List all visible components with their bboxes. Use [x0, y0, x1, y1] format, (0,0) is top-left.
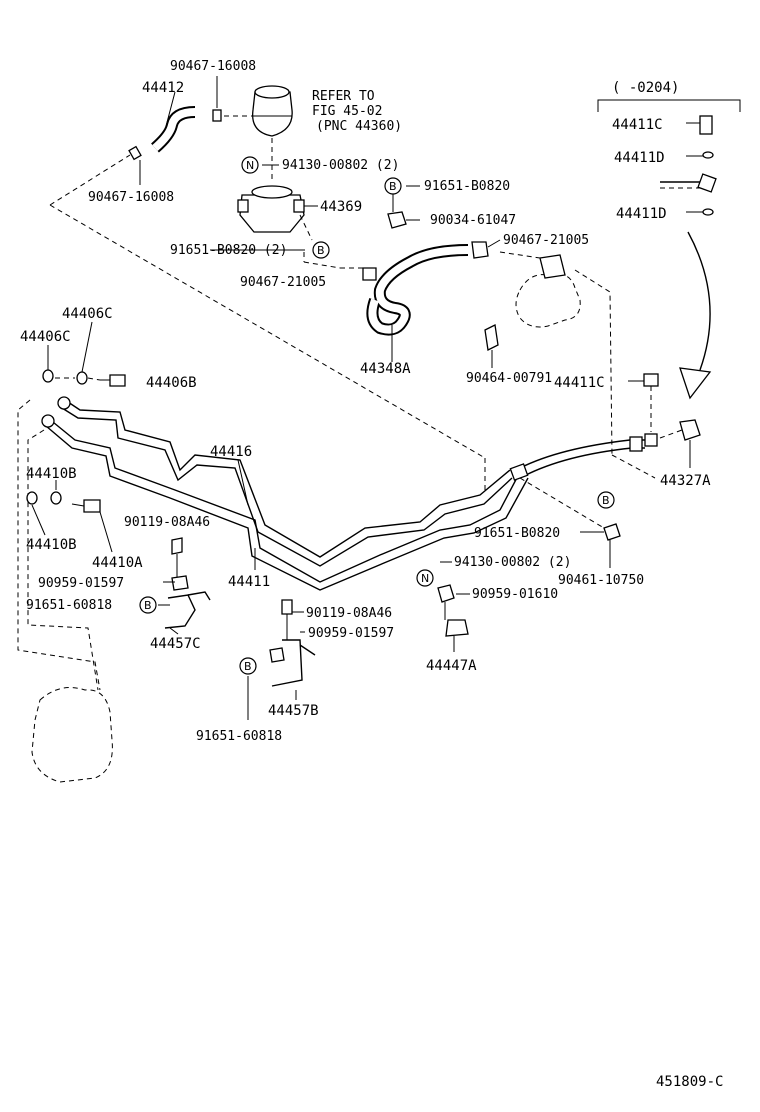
clip-90464-00791: [484, 324, 499, 368]
svg-text:N: N: [421, 572, 429, 585]
grommet-44327A: [679, 419, 701, 441]
badge-b-bottom: B: [239, 657, 257, 675]
washer-44410B-right: [50, 491, 62, 505]
pump-body-right: [499, 251, 656, 479]
clamp-90467-21005-left: [362, 267, 377, 281]
range-label: ( -0204): [612, 80, 679, 96]
label-44406B: 44406B: [146, 375, 197, 391]
fitting-44411C-mid: [643, 373, 659, 387]
badge-b-bracket: B: [312, 241, 330, 259]
label-90959-01597-left: 90959-01597: [38, 576, 124, 591]
part-labels: 90467-16008 44412 REFER TO FIG 45-02 (PN…: [20, 59, 723, 1090]
clamp-90467-21005-right: [471, 241, 489, 259]
label-90034-61047: 90034-61047: [430, 213, 516, 228]
label-44447A: 44447A: [426, 658, 477, 674]
hose-clamp-bottom: [128, 145, 142, 161]
label-91651-60818-bottom: 91651-60818: [196, 729, 282, 744]
svg-text:B: B: [389, 180, 397, 193]
label-90119-08A46-left: 90119-08A46: [124, 515, 210, 530]
label-90119-08A46-mid: 90119-08A46: [306, 606, 392, 621]
label-90467-16008-bottom: 90467-16008: [88, 190, 174, 205]
label-94130-00802-right: 94130-00802 (2): [454, 555, 571, 570]
label-91651-B0820-right: 91651-B0820: [474, 526, 560, 541]
bracket-44457C: [164, 537, 211, 635]
label-90461-10750: 90461-10750: [558, 573, 644, 588]
fitting-44411C-top: [699, 115, 713, 135]
label-44457C: 44457C: [150, 636, 201, 652]
badge-n-right: N: [416, 569, 434, 587]
label-90959-01610: 90959-01610: [472, 587, 558, 602]
hose-clamp-top: [212, 109, 222, 122]
label-44411C-mid: 44411C: [554, 375, 605, 391]
small-parts-left: [26, 321, 126, 553]
clip-90034-61047: [387, 211, 407, 229]
label-44410B-top: 44410B: [26, 466, 77, 482]
clip-90461-10750: [519, 477, 621, 568]
label-44411D-top: 44411D: [614, 150, 665, 166]
pressure-pipes: [17, 396, 658, 691]
reference-line2: FIG 45-02: [312, 104, 382, 119]
bolt-44410A: [83, 499, 101, 513]
label-44412: 44412: [142, 80, 184, 96]
variant-box: [597, 99, 741, 400]
washer-44406C-right: [76, 371, 88, 385]
badge-b-left: B: [139, 596, 157, 614]
reservoir-tank: [251, 91, 293, 137]
badge-b-right: B: [597, 491, 615, 509]
label-44406C-left: 44406C: [20, 329, 71, 345]
label-44410A: 44410A: [92, 555, 143, 571]
label-44411: 44411: [228, 574, 270, 590]
label-90467-21005-right: 90467-21005: [503, 233, 589, 248]
fittings-right: [643, 373, 701, 468]
label-90467-16008-top: 90467-16008: [170, 59, 256, 74]
badge-n-top: N: [241, 156, 259, 174]
washer-44406C-left: [42, 369, 54, 383]
label-91651-B0820-top: 91651-B0820: [424, 179, 510, 194]
label-91651-B0820-2: 91651-B0820 (2): [170, 243, 287, 258]
washer-44411D-top: [702, 151, 714, 159]
label-44327A: 44327A: [660, 473, 711, 489]
bracket-44457B: [269, 599, 316, 700]
reference-line3: (PNC 44360): [316, 119, 402, 134]
badge-b-top: B: [384, 177, 402, 195]
leader-lines: [158, 91, 703, 720]
svg-text:B: B: [244, 660, 252, 673]
pump-body-left: [31, 687, 113, 783]
reservoir-cap: [254, 85, 290, 99]
reservoir-bracket: [237, 185, 318, 241]
label-90467-21005-left: 90467-21005: [240, 275, 326, 290]
label-44348A: 44348A: [360, 361, 411, 377]
svg-text:N: N: [246, 159, 254, 172]
return-hose: [303, 190, 489, 362]
washer-44410B-left: [26, 491, 38, 505]
dashed-outline: [49, 154, 486, 490]
label-44406C-top: 44406C: [62, 306, 113, 322]
label-44411D-bottom: 44411D: [616, 206, 667, 222]
label-44410B-bottom: 44410B: [26, 537, 77, 553]
label-44411C-top: 44411C: [612, 117, 663, 133]
bolt-44406B: [109, 374, 126, 387]
svg-text:B: B: [602, 494, 610, 507]
label-90959-01597-mid: 90959-01597: [308, 626, 394, 641]
badges: N B B B B B N: [139, 156, 615, 675]
reference-line1: REFER TO: [312, 89, 375, 104]
footer-code: 451809-C: [656, 1074, 723, 1090]
arrow-head: [679, 367, 712, 400]
bracket-44447A: [437, 584, 469, 652]
svg-text:B: B: [317, 244, 325, 257]
label-90464-00791: 90464-00791: [466, 371, 552, 386]
label-44416: 44416: [210, 444, 252, 460]
label-94130-00802-top: 94130-00802 (2): [282, 158, 399, 173]
reservoir-group: [128, 76, 293, 185]
washer-44411D-bottom: [702, 208, 714, 216]
svg-text:B: B: [144, 599, 152, 612]
label-91651-60818-left: 91651-60818: [26, 598, 112, 613]
label-44457B: 44457B: [268, 703, 319, 719]
label-44369: 44369: [320, 199, 362, 215]
